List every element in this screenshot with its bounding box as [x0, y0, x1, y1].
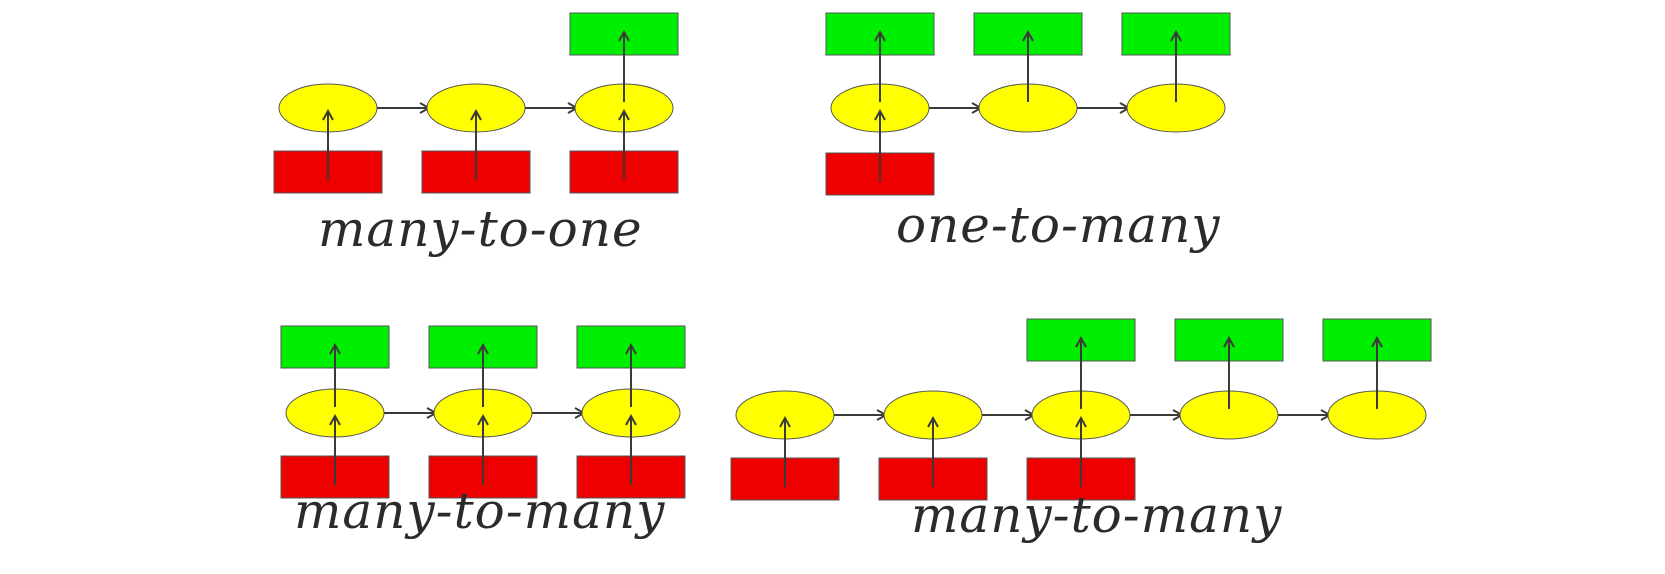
- caption-many-to-one: many-to-one: [318, 200, 643, 258]
- caption-many-to-many-synced: many-to-many: [294, 482, 666, 540]
- diagram-one-to-many: [825, 12, 1231, 196]
- diagram-many-to-one: [273, 12, 679, 194]
- caption-many-to-many-delayed: many-to-many: [911, 486, 1283, 544]
- diagram-many-to-many-delayed: [730, 318, 1432, 501]
- diagram-many-to-many-synced: [280, 325, 686, 499]
- caption-one-to-many: one-to-many: [896, 196, 1221, 254]
